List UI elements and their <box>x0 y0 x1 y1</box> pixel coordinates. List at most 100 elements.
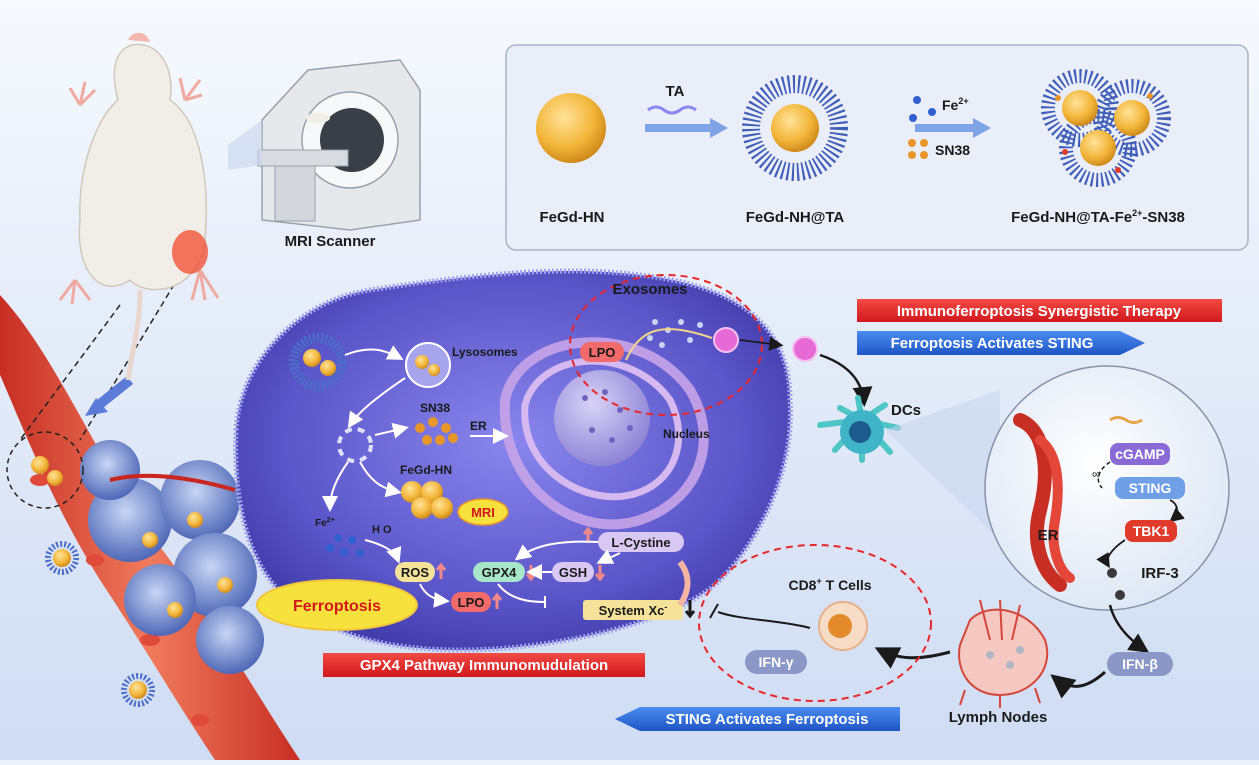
nucleus-pores <box>582 389 633 443</box>
ta-label: TA <box>666 83 685 100</box>
gpx4-pill <box>473 562 525 582</box>
zoom-circle <box>6 431 84 509</box>
exosome-lpo-label: LPO <box>589 345 616 360</box>
injection-arrow <box>91 376 134 412</box>
fe-cell-label: Fe2+ <box>315 517 335 529</box>
gpx4-banner <box>323 653 645 677</box>
dendritic-cell <box>817 395 901 463</box>
lpo-label: LPO <box>458 595 485 610</box>
lymph-nodes-label: Lymph Nodes <box>949 709 1048 726</box>
nucleus-label: Nucleus <box>663 427 710 441</box>
flow-arrow <box>374 422 409 439</box>
zoom-cone <box>885 390 1000 540</box>
ifnb-pill <box>1107 652 1173 676</box>
ferroptosis-label: Ferroptosis <box>293 598 381 615</box>
lcystine-label: L-Cystine <box>611 535 670 550</box>
systemxc-down-arrow <box>684 600 696 619</box>
lysosome-particle <box>428 364 440 376</box>
ferroptosis-badge <box>256 579 418 631</box>
gsh-down-arrow <box>594 565 606 582</box>
sting-ferroptosis-label: STING Activates Ferroptosis <box>666 711 869 728</box>
lymph-node <box>958 599 1049 708</box>
ta-molecule-icon <box>647 105 697 115</box>
incoming-nanoparticle <box>289 333 347 391</box>
exosome-vesicle <box>792 336 818 362</box>
cgamp-label: cGAMP <box>1115 446 1165 462</box>
flow-arrow <box>514 540 599 561</box>
systemxc-pill <box>583 600 683 620</box>
ros-label: ROS <box>401 565 430 580</box>
gsh-label: GSH <box>559 565 587 580</box>
exosome-highlight <box>569 274 763 416</box>
exosome-lpo-pill <box>580 342 624 362</box>
irf3-dot <box>1107 568 1117 578</box>
vessel-nanoparticle <box>45 541 79 575</box>
mri-badge <box>457 498 509 526</box>
flow-arrow <box>1050 670 1107 699</box>
flow-arrow <box>1096 539 1126 569</box>
sn38-label: SN38 <box>935 142 970 158</box>
fegd-hn-label: FeGd-HN <box>540 209 605 226</box>
h2o-label: H O <box>372 524 392 536</box>
flow-arrow <box>739 336 784 351</box>
transporter-channel <box>677 560 691 607</box>
ifnb-label: IFN-β <box>1122 656 1158 672</box>
inhibit-arrow <box>497 583 546 608</box>
gpx4-banner-label: GPX4 Pathway Immunomudulation <box>360 657 608 674</box>
er-cell-label: ER <box>470 419 487 433</box>
red-blood-cell <box>140 634 160 646</box>
gsh-pill <box>552 562 594 582</box>
mri-badge-label: MRI <box>471 505 495 520</box>
fegd-nh-ta-fe-sn38-particle <box>1041 69 1171 187</box>
flow-arrow <box>819 353 873 407</box>
flow-arrow <box>322 461 349 512</box>
fe-ions <box>326 534 364 557</box>
systemxc-label: System Xc- <box>599 602 668 618</box>
er-structure <box>499 337 709 530</box>
t-cell-highlight <box>698 544 932 702</box>
dna-strand-icon <box>1109 416 1143 424</box>
red-blood-cell <box>191 714 209 726</box>
gpx4-label: GPX4 <box>482 565 517 580</box>
tbk1-label: TBK1 <box>1133 523 1170 539</box>
sting-pill <box>1115 477 1185 499</box>
flow-arrow <box>1108 604 1150 653</box>
vessel-nanoparticle <box>121 673 155 707</box>
mri-scanner-label: MRI Scanner <box>285 233 376 250</box>
zoom-line <box>19 304 121 441</box>
sting-ferroptosis-banner <box>615 707 900 731</box>
fegd-nh-ta-particle <box>742 75 848 181</box>
exosome-vesicle <box>713 327 739 353</box>
ifng-label: IFN-γ <box>759 654 794 670</box>
fegd-nh-ta-label: FeGd-NH@TA <box>746 209 845 226</box>
flow-arrow <box>419 583 450 608</box>
tumor-mass <box>80 440 264 674</box>
fegd-nh-ta-fe-sn38-label: FeGd-NH@TA-Fe2+-SN38 <box>1011 208 1185 226</box>
vessel-nanoparticle <box>31 456 63 486</box>
er-illustration <box>1013 413 1075 592</box>
irf3-label: IRF-3 <box>1141 565 1179 582</box>
ros-pill <box>395 562 435 582</box>
lysosome-particle <box>415 355 429 369</box>
mouse-illustration <box>58 32 220 381</box>
fe-label: Fe2+ <box>942 96 969 113</box>
flow-arrow <box>874 647 951 669</box>
fegd-hn-particle <box>536 93 606 163</box>
sting-label: STING <box>1129 480 1172 496</box>
mri-scanner-illustration <box>228 59 421 231</box>
flow-arrow <box>344 345 404 360</box>
ifng-pill <box>745 650 807 674</box>
injection-arrow-head <box>85 398 108 416</box>
red-blood-cell <box>86 554 104 566</box>
fe-ion-icon <box>909 96 936 122</box>
synthesis-arrow-head <box>710 118 728 138</box>
inhibit-arrow <box>709 603 811 629</box>
lpo-up-arrow <box>491 592 503 609</box>
immunoferroptosis-banner <box>857 299 1222 322</box>
lysosomes-label: Lysosomes <box>452 345 518 359</box>
exosomes-label: Exosomes <box>612 281 687 298</box>
sn38-icon <box>908 139 928 159</box>
exosome-membrane-strand <box>625 328 713 361</box>
